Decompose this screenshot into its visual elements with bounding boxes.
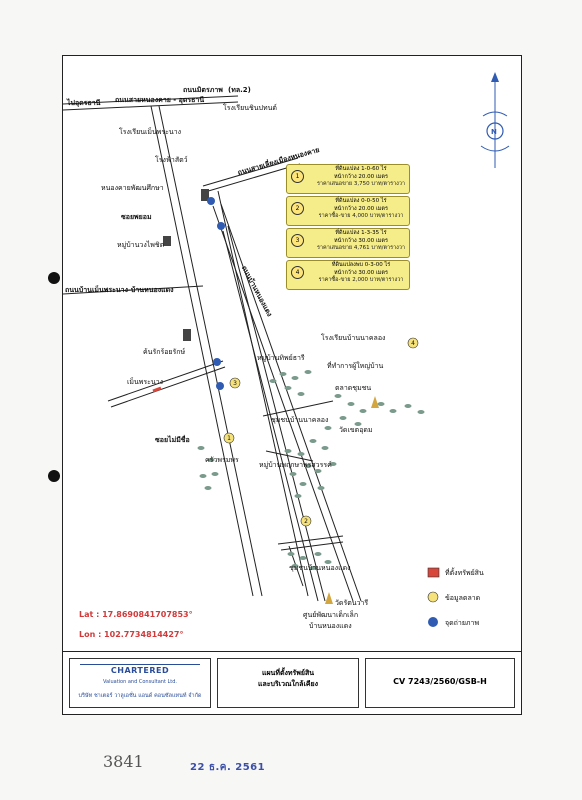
- legend-photo-point: จุดถ่ายภาพ: [445, 619, 480, 627]
- north-arrow-icon: [480, 72, 510, 168]
- road-label: ถนนมิตรภาพ: [183, 86, 223, 94]
- place-label: โรงฟ้าสัตว์: [155, 156, 188, 164]
- info-line: ที่ดินแปลงพบ 0-3-00 ไร่: [331, 262, 391, 268]
- market-info-box-4: 4 ที่ดินแปลงพบ 0-3-00 ไร่หน้ากว้าง 30.00…: [286, 260, 410, 290]
- info-number: 3: [291, 234, 304, 247]
- subject-label: ครัวพรมพร: [205, 456, 239, 464]
- market-info-box-3: 3 ที่ดินแปลง 1-3-35 ไร่หน้ากว้าง 30.00 เ…: [286, 228, 410, 258]
- place-label: ที่ทำการผู้ใหญ่บ้าน: [327, 362, 384, 370]
- location-map: 1 2 3 4: [63, 72, 510, 627]
- market-markers: [223, 337, 419, 527]
- place-label: หนองคายพัฒนศึกษา: [101, 184, 164, 192]
- info-price: ราคาซื้อ-ขาย 4,000 บาท/ตารางวา: [318, 213, 404, 219]
- place-label: หมู่บ้านวงไพชิต: [117, 241, 165, 249]
- info-line: หน้ากว้าง 20.00 เมตร: [334, 173, 388, 180]
- punch-hole: [48, 272, 60, 284]
- north-label: N: [491, 128, 497, 136]
- place-label: โรงเรียนชินปทนต์: [223, 104, 277, 112]
- info-line: หน้ากว้าง 30.00 เมตร: [334, 269, 388, 276]
- lane-label: ซอยไม่มีชื่อ: [155, 436, 190, 444]
- place-label: เม็นพระนาง: [127, 378, 164, 386]
- info-price: ราคาซื้อ-ขาย 2,000 บาท/ตารางวา: [318, 277, 404, 283]
- photo-point-icons: [207, 197, 225, 390]
- longitude: Lon : 102.7734814427°: [79, 630, 184, 639]
- place-label: ชุมชนบ้านนาคลอง: [271, 416, 329, 424]
- marker-label: 2: [304, 518, 308, 525]
- lane-label: ซอยพยอม: [121, 213, 152, 221]
- road-label: ไปอุดรธานี: [67, 99, 101, 107]
- info-line: ที่ดินแปลง 1-0-60 ไร่: [335, 166, 387, 172]
- company-tagline: Valuation and Consultant Ltd.: [102, 679, 178, 685]
- legend-market-data: ข้อมูลตลาด: [445, 594, 481, 602]
- handwritten-number: 3841: [103, 752, 144, 771]
- building-icons: [163, 189, 209, 341]
- place-label: วัดเขตอุดม: [339, 426, 373, 434]
- reference-block: CV 7243/2560/GSB-H: [365, 658, 515, 708]
- info-line: ที่ดินแปลง 1-3-35 ไร่: [335, 230, 387, 236]
- legend-symbols: [427, 567, 440, 627]
- road-label: ถนนบ้านเม็นพระนาง-บ้านหนองแดง: [65, 286, 174, 294]
- info-price: ราคาเสนอขาย 3,750 บาท/ตารางวา: [316, 181, 406, 187]
- place-label: วัดรัตนวารี: [335, 599, 369, 607]
- place-label: ศูนย์พัฒนาเด็กเล็ก: [303, 611, 359, 619]
- road-label: ถนนสายหนองคาย - อุดรธานี: [115, 96, 205, 104]
- map-frame: 1 2 3 4: [62, 55, 522, 653]
- marker-label: 3: [233, 380, 237, 387]
- info-number: 4: [291, 266, 304, 279]
- info-price: ราคาเสนอขาย 4,761 บาท/ตารางวา: [316, 245, 406, 251]
- place-label: ค้นรักร้อยรักษ์: [143, 348, 186, 356]
- info-line: หน้ากว้าง 30.00 เมตร: [334, 237, 388, 244]
- map-title-block: แผนที่ตั้งทรัพย์สิน และบริเวณใกล้เคียง: [217, 658, 359, 708]
- info-number: 1: [291, 170, 304, 183]
- place-label: ตลาดชุมชน: [335, 384, 372, 392]
- place-label: โรงเรียนบ้านนาคลอง: [321, 334, 386, 342]
- place-label: หมู่บ้านพฤกษาพรสวรรค์: [259, 461, 332, 469]
- date-stamp: 22 ธ.ค. 2561: [190, 762, 266, 773]
- reference-number: CV 7243/2560/GSB-H: [393, 677, 487, 686]
- legend-subject: ที่ตั้งทรัพย์สิน: [445, 569, 484, 577]
- company-name: CHARTERED: [110, 666, 170, 675]
- latitude: Lat : 17.8690841707853°: [79, 610, 193, 619]
- info-number: 2: [291, 202, 304, 215]
- place-label: โรงเรียนเม็นพระนาง: [119, 128, 182, 136]
- marker-label: 4: [411, 340, 415, 347]
- place-label: ชุมชนบ้านหนองแดง: [289, 564, 351, 572]
- temple-icons: [325, 396, 379, 604]
- place-label: บ้านหนองแดง: [309, 622, 352, 630]
- map-title-line-1: แผนที่ตั้งทรัพย์สิน: [261, 669, 315, 677]
- info-line: ที่ดินแปลง 0-0-50 ไร่: [335, 198, 387, 204]
- company-thai-name: บริษัท ชาเตอร์ วาลูเอชั่น แอนด์ คอนซัลแท…: [78, 693, 202, 699]
- company-logo-block: CHARTERED Valuation and Consultant Ltd. …: [69, 658, 211, 708]
- title-block: CHARTERED Valuation and Consultant Ltd. …: [62, 651, 522, 715]
- map-title-line-2: และบริเวณใกล้เคียง: [257, 680, 319, 688]
- marker-label: 1: [227, 435, 231, 442]
- market-info-box-2: 2 ที่ดินแปลง 0-0-50 ไร่หน้ากว้าง 20.00 เ…: [286, 196, 410, 226]
- road-label: (ทล.2): [228, 86, 251, 94]
- info-line: หน้ากว้าง 20.00 เมตร: [334, 205, 388, 212]
- trees: [197, 370, 425, 570]
- market-info-box-1: 1 ที่ดินแปลง 1-0-60 ไร่หน้ากว้าง 20.00 เ…: [286, 164, 410, 194]
- punch-hole: [48, 470, 60, 482]
- place-label: หมู่บ้านทิพย์ธารี: [257, 354, 305, 362]
